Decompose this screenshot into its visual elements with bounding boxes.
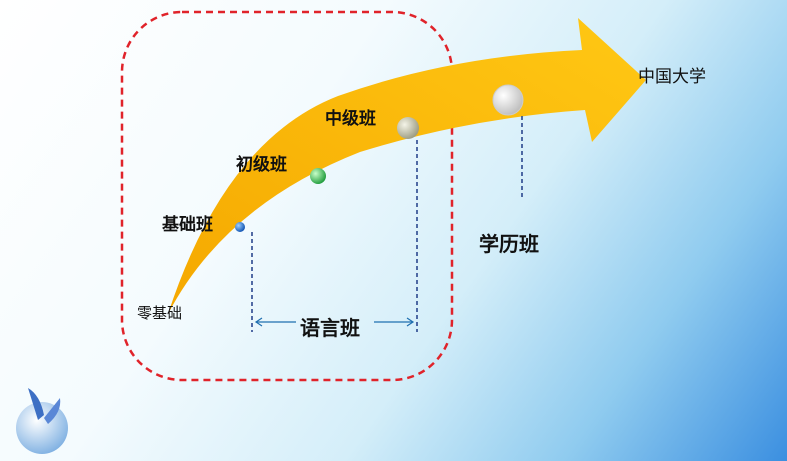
label-destination: 中国大学 bbox=[638, 67, 706, 87]
label-language: 语言班 bbox=[300, 316, 360, 340]
label-start: 零基础 bbox=[137, 304, 183, 322]
dashed-frame bbox=[120, 10, 454, 382]
label-basic: 基础班 bbox=[162, 215, 213, 235]
milestone-dot-degree bbox=[492, 84, 524, 116]
label-intermediate: 中级班 bbox=[325, 109, 376, 129]
milestone-dot-elementary bbox=[310, 168, 326, 184]
label-degree: 学历班 bbox=[479, 232, 539, 256]
butterfly-bubble-icon bbox=[16, 388, 68, 454]
milestone-dot-intermediate bbox=[397, 117, 419, 139]
growth-arrow bbox=[168, 18, 646, 314]
language-span-arrow bbox=[254, 317, 415, 327]
milestone-dot-basic bbox=[235, 222, 245, 232]
label-elementary: 初级班 bbox=[236, 155, 287, 175]
